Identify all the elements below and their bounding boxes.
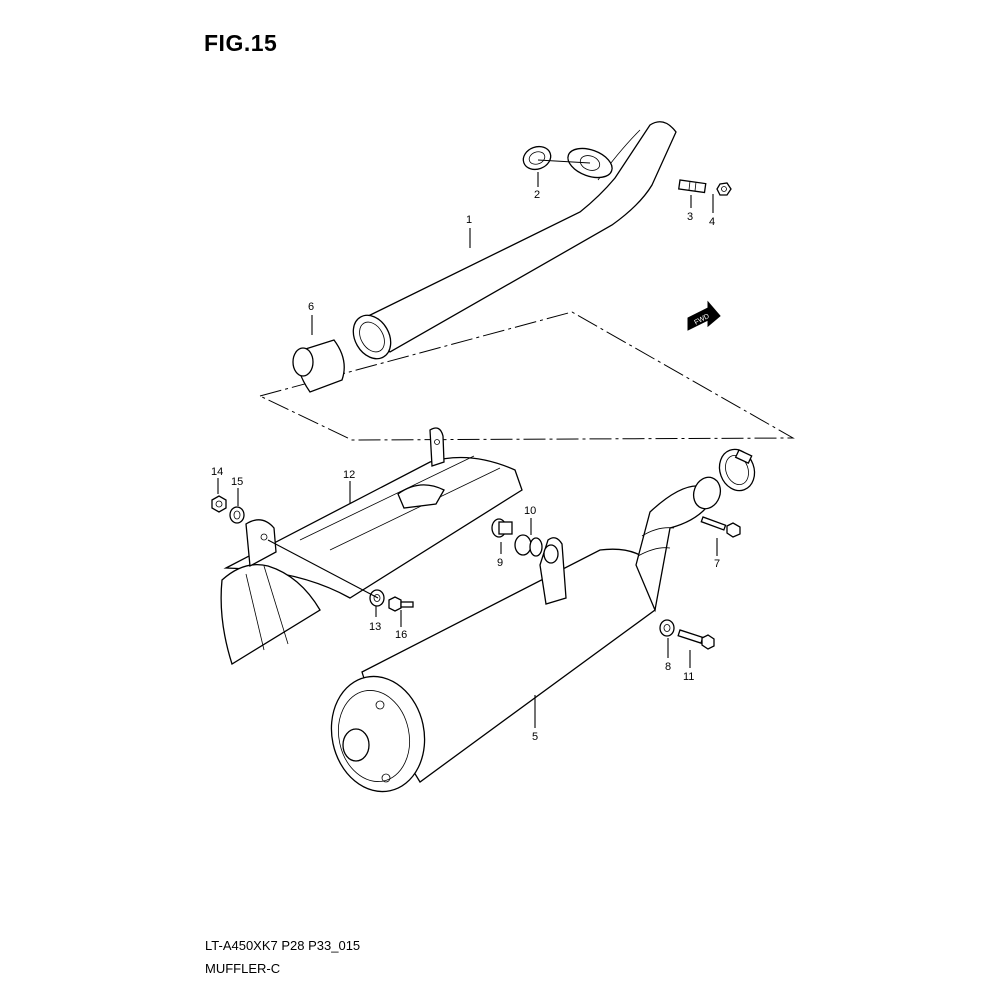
figure-title: FIG.15 [204,30,278,56]
clamp-band[interactable] [714,444,760,495]
callout-2: 2 [534,189,540,201]
muffler-cover-part[interactable] [220,427,523,665]
muffler-part[interactable] [321,474,725,801]
callout-12: 12 [343,469,355,481]
nut-part-4[interactable] [716,182,732,196]
washer-part-8[interactable] [659,619,675,637]
figure-name: MUFFLER-C [205,961,281,976]
callout-labels: 1 2 3 4 5 6 7 8 9 10 11 12 13 14 15 16 [211,189,720,743]
callout-3: 3 [687,211,693,223]
callout-13: 13 [369,621,381,633]
washer-part-15[interactable] [229,506,245,524]
stud-bolt-part[interactable] [678,179,707,194]
assembly-outline [259,311,795,441]
bolt-part-16[interactable] [388,596,414,612]
nut-part-14[interactable] [211,495,227,513]
callout-16: 16 [395,629,407,641]
callout-14: 14 [211,466,223,478]
gasket-part[interactable] [520,143,554,173]
callout-5: 5 [532,731,538,743]
figure-code: LT-A450XK7 P28 P33_015 [205,938,361,953]
exhaust-pipe-part[interactable] [346,121,677,366]
leader-lines [217,159,718,728]
callout-6: 6 [308,301,314,313]
callout-1: 1 [466,214,472,226]
cushion-part-10[interactable] [514,534,543,557]
fwd-direction-badge: FWD [687,300,721,331]
pipe-joint-part[interactable] [292,339,345,393]
callout-4: 4 [709,216,715,228]
bolt-part-7[interactable] [700,516,741,538]
callout-10: 10 [524,505,536,517]
callout-15: 15 [231,476,243,488]
callout-9: 9 [497,557,503,569]
callout-7: 7 [714,558,720,570]
collar-part-9[interactable] [491,518,513,538]
bolt-part-11[interactable] [677,629,715,650]
callout-8: 8 [665,661,671,673]
callout-11: 11 [683,671,694,683]
